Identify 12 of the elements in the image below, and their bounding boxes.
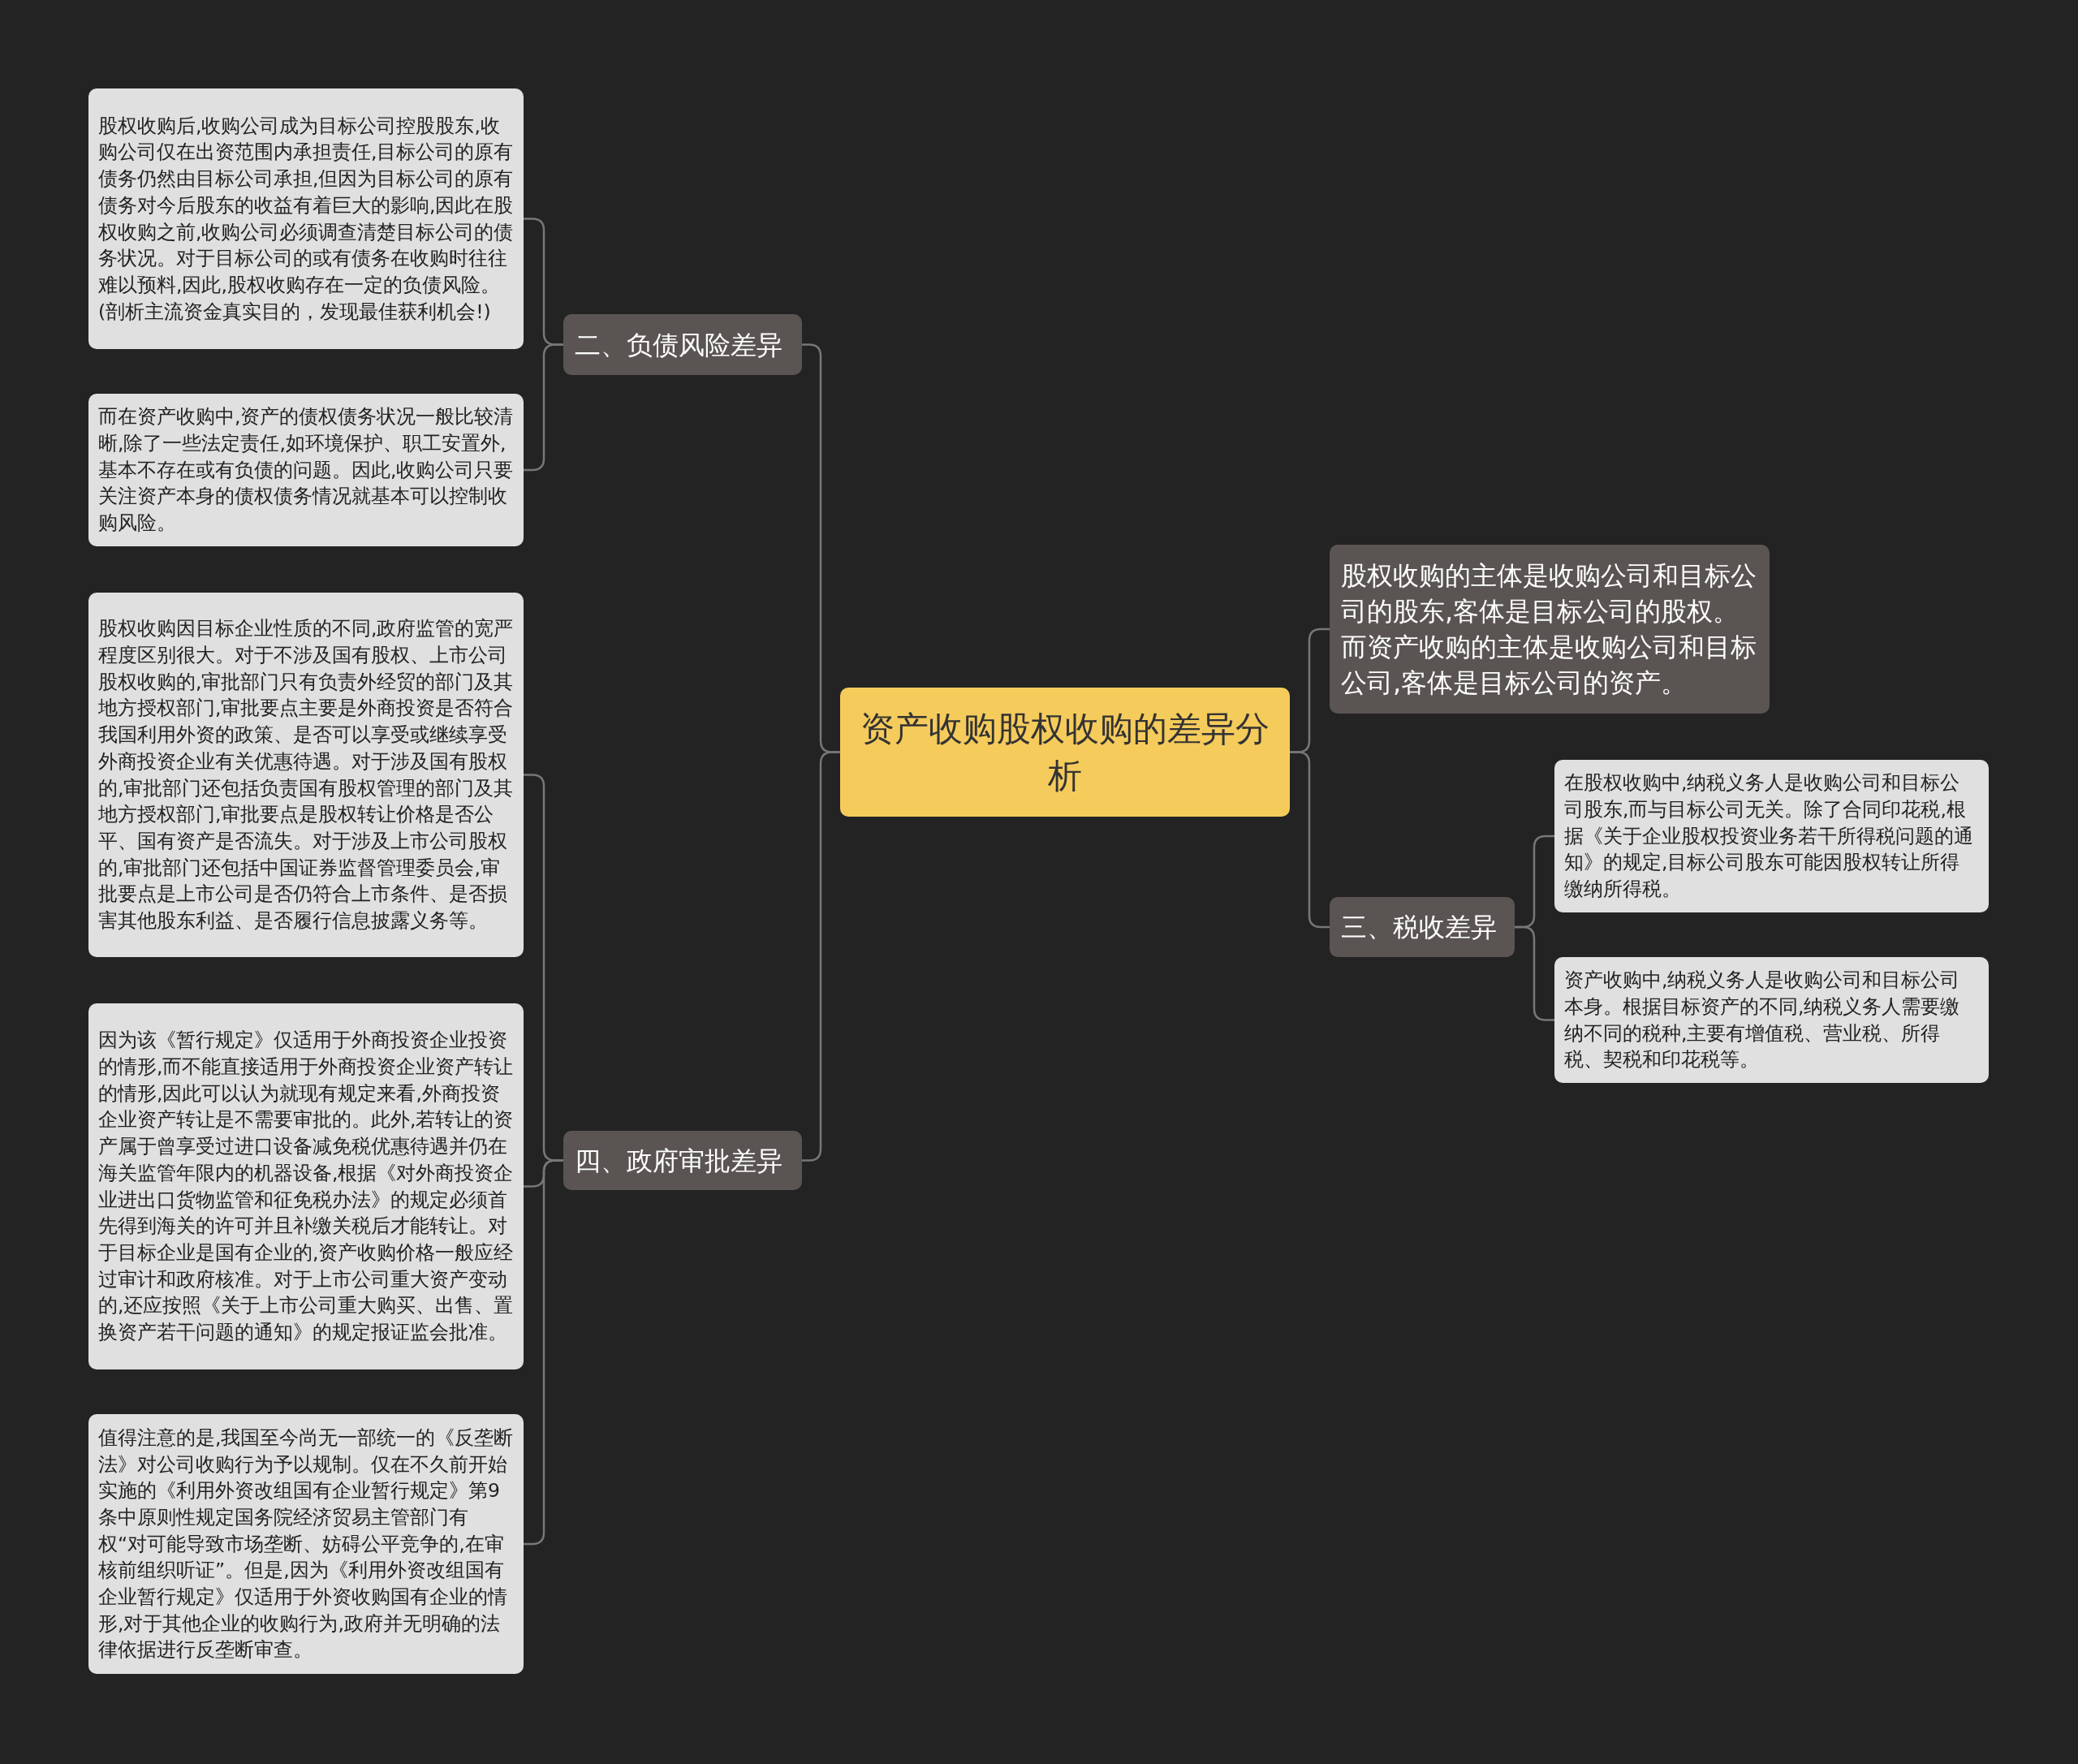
note-box: 值得注意的是,我国至今尚无一部统一的《反垄断法》对公司收购行为予以规制。仅在不久前开始实施的《利用外资改组国有企业暂行规定》第9条中原则性规定国务院经济贸易主管部门有权“对可能导致市场垄断、妨碍公平竞争的,在审核前组织听证”。但是,因为《利用外资改组国有企业暂行规定》仅适用于外资收购国有企业的情形,对于其他企业的收购行为,政府并无明确的法律依据进行反垄断审查。 [88,1414,524,1674]
note-box: 股权收购后,收购公司成为目标公司控股股东,收购公司仅在出资范围内承担责任,目标公司的原有债务仍然由目标公司承担,但因为目标公司的原有债务对今后股东的收益有着巨大的影响,因此在股权收购之前,收购公司必须调查清楚目标公司的债务状况。对于目标公司的或有债务在收购时往往难以预料,因此,股权收购存在一定的负债风险。(剖析主流资金真实目的，发现最佳获利机会!) [88,88,524,349]
central-topic: 资产收购股权收购的差异分析 [840,688,1290,817]
topic-box: 股权收购的主体是收购公司和目标公司的股东,客体是目标公司的股权。而资产收购的主体是收购公司和目标公司,客体是目标公司的资产。 [1330,545,1770,714]
topic-box: 三、税收差异 [1330,897,1515,957]
note-box: 因为该《暂行规定》仅适用于外商投资企业投资的情形,而不能直接适用于外商投资企业资产转让的情形,因此可以认为就现有规定来看,外商投资企业资产转让是不需要审批的。此外,若转让的资产属于曾享受过进口设备减免税优惠待遇并仍在海关监管年限内的机器设备,根据《对外商投资企业进出口货物监管和征免税办法》的规定必须首先得到海关的许可并且补缴关税后才能转让。对于目标企业是国有企业的,资产收购价格一般应经过审计和政府核准。对于上市公司重大资产变动的,还应按照《关于上市公司重大购买、出售、置换资产若干问题的通知》的规定报证监会批准。 [88,1003,524,1369]
note-box: 股权收购因目标企业性质的不同,政府监管的宽严程度区别很大。对于不涉及国有股权、上市公司股权收购的,审批部门只有负责外经贸的部门及其地方授权部门,审批要点主要是外商投资是否符合我国利用外资的政策、是否可以享受或继续享受外商投资企业有关优惠待遇。对于涉及国有股权的,审批部门还包括负责国有股权管理的部门及其地方授权部门,审批要点是股权转让价格是否公平、国有资产是否流失。对于涉及上市公司股权的,审批部门还包括中国证券监督管理委员会,审批要点是上市公司是否仍符合上市条件、是否损害其他股东利益、是否履行信息披露义务等。 [88,593,524,957]
topic-box: 四、政府审批差异 [563,1131,802,1190]
note-box: 在股权收购中,纳税义务人是收购公司和目标公司股东,而与目标公司无关。除了合同印花税,根据《关于企业股权投资业务若干所得税问题的通知》的规定,目标公司股东可能因股权转让所得缴纳所得税。 [1554,760,1989,912]
topic-box: 二、负债风险差异 [563,314,802,375]
note-box: 资产收购中,纳税义务人是收购公司和目标公司本身。根据目标资产的不同,纳税义务人需要缴纳不同的税种,主要有增值税、营业税、所得税、契税和印花税等。 [1554,957,1989,1083]
note-box: 而在资产收购中,资产的债权债务状况一般比较清晰,除了一些法定责任,如环境保护、职工安置外,基本不存在或有负债的问题。因此,收购公司只要关注资产本身的债权债务情况就基本可以控制收购风险。 [88,394,524,546]
